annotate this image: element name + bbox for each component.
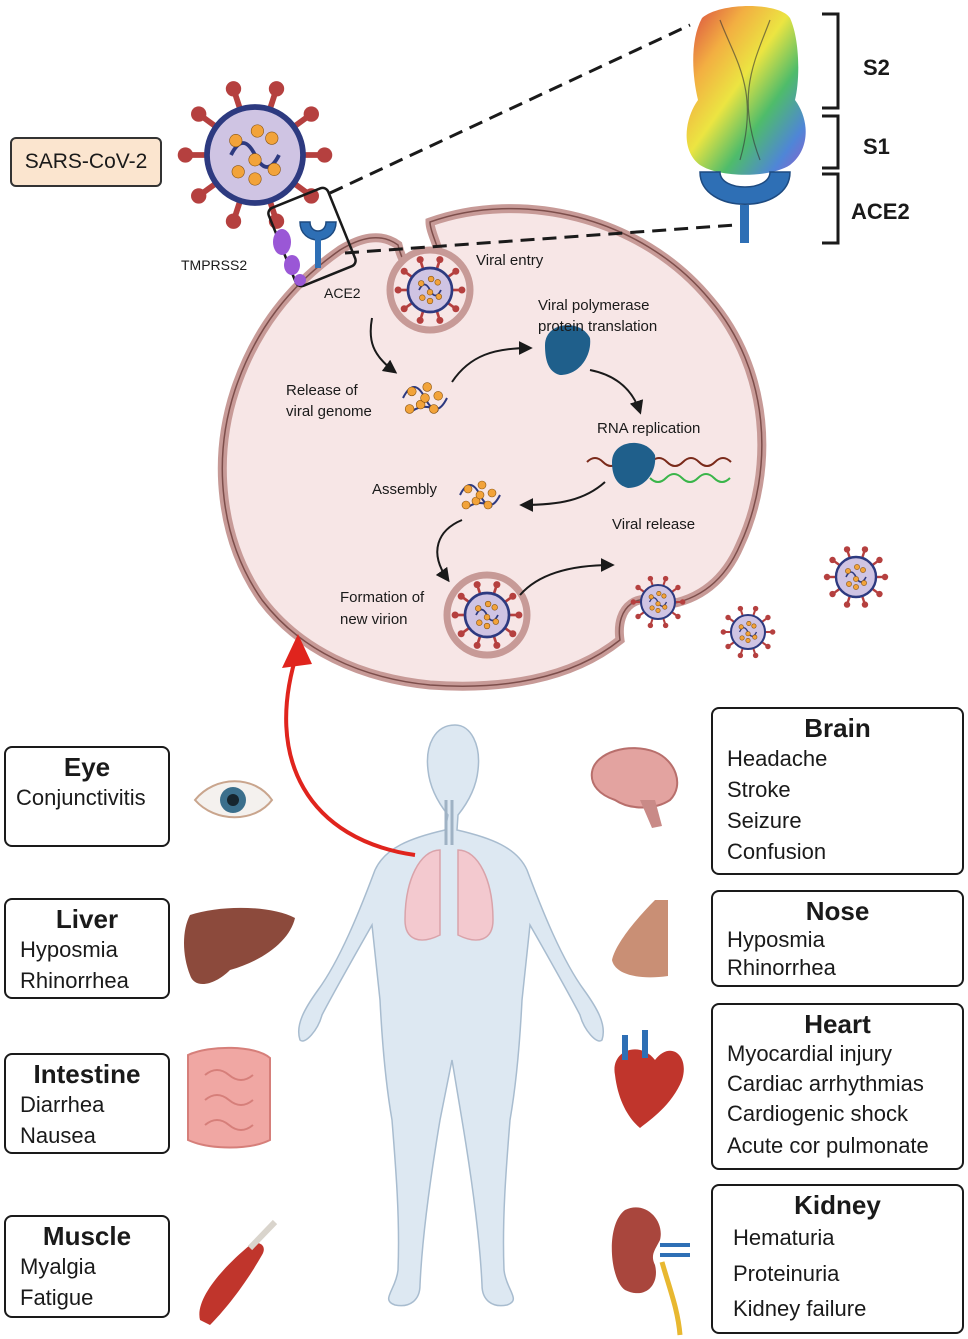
release-genome-label-1: Release of [286, 382, 358, 399]
rna-replication-icon [586, 442, 732, 488]
assembly-label: Assembly [372, 481, 438, 498]
eye-icon [193, 780, 274, 819]
formation-label-1: Formation of [340, 589, 425, 606]
heart-symptom: Cardiac arrhythmias [727, 1071, 924, 1096]
arrow-release-to-polymerase [451, 341, 533, 383]
organ-icons [184, 747, 690, 1336]
ribosome-polymerase-icon [545, 325, 591, 375]
released-virion-icon [630, 575, 686, 629]
ace2-receptor-icon [299, 221, 337, 241]
assembly-genome-icon [459, 480, 501, 510]
formation-label-2: new virion [340, 611, 408, 628]
liver-symptom: Rhinorrhea [20, 968, 129, 993]
eye-title: Eye [63, 752, 111, 782]
kidney-symptom: Kidney failure [733, 1296, 867, 1321]
kidney-symptom: Hematuria [733, 1225, 835, 1250]
eye-box: Eye Conjunctivitis [4, 746, 170, 847]
nose-box: Nose Hyposmia Rhinorrhea [711, 890, 964, 987]
arrow-assembly-to-formation [435, 519, 463, 583]
kidney-symptom: Proteinuria [733, 1261, 840, 1286]
polymerase-label-1: Viral polymerase [538, 297, 650, 314]
kidney-title: Kidney [794, 1190, 881, 1220]
brain-title: Brain [804, 713, 871, 743]
intestine-box: Intestine Diarrhea Nausea [4, 1053, 170, 1154]
spike-ace2-icon [699, 171, 791, 205]
viral-entry-label: Viral entry [476, 252, 544, 269]
heart-symptom: Myocardial injury [727, 1041, 893, 1066]
rna-replication-label: RNA replication [597, 420, 701, 437]
liver-box: Liver Hyposmia Rhinorrhea [4, 898, 170, 999]
polymerase-label-2: protein translation [538, 318, 658, 335]
ace2-label: ACE2 [324, 285, 361, 301]
brain-symptom: Headache [727, 746, 828, 771]
tmprss2-label: TMPRSS2 [181, 257, 248, 273]
arrow-entry-to-release [369, 317, 398, 374]
arrow-formation-to-release [519, 558, 615, 596]
trachea-icon [444, 800, 454, 845]
nose-symptom: Rhinorrhea [727, 955, 836, 980]
heart-symptom: Acute cor pulmonate [727, 1133, 929, 1158]
nose-icon [612, 900, 668, 978]
viral-release-label: Viral release [612, 516, 696, 533]
s1-label: S1 [863, 134, 890, 159]
left-lung-icon [404, 849, 441, 941]
heart-box: Heart Myocardial injury Cardiac arrhythm… [711, 1003, 964, 1170]
arrow-polymerase-to-replication [589, 369, 644, 415]
infection-arrow [284, 649, 416, 857]
bracket-s2 [822, 12, 840, 110]
heart-title: Heart [804, 1009, 871, 1039]
bracket-ace2 [822, 172, 840, 245]
brain-icon [590, 747, 679, 828]
structure-brackets [822, 12, 840, 245]
cycle-arrows [369, 317, 644, 596]
released-virion-icon [720, 605, 776, 659]
intestine-symptom: Diarrhea [20, 1092, 105, 1117]
right-lung-icon [457, 849, 494, 941]
new-virion-icon [451, 581, 523, 649]
released-genome-icon [402, 382, 448, 414]
human-body [298, 724, 604, 1307]
muscle-title: Muscle [42, 1221, 132, 1251]
brain-symptom: Seizure [727, 808, 802, 833]
intestine-title: Intestine [33, 1059, 141, 1089]
liver-title: Liver [55, 904, 119, 934]
zoom-line-top [329, 23, 691, 195]
spike-protein-structure [686, 6, 806, 243]
muscle-box: Muscle Myalgia Fatigue [4, 1215, 170, 1318]
liver-symptom: Hyposmia [20, 937, 118, 962]
sars-cov-2-particle-icon [177, 81, 333, 229]
arrow-replication-to-assembly [519, 481, 606, 512]
kidney-box: Kidney Hematuria Proteinuria Kidney fail… [711, 1184, 964, 1334]
infection-arrowhead [282, 634, 312, 668]
tmprss2-icon [273, 229, 306, 286]
sars-cov-2-label: SARS-CoV-2 [10, 137, 162, 187]
body-silhouette [298, 724, 604, 1307]
heart-symptom: Cardiogenic shock [727, 1101, 908, 1126]
host-cell [217, 204, 767, 691]
muscle-symptom: Myalgia [20, 1254, 96, 1279]
s2-label: S2 [863, 55, 890, 80]
intestine-symptom: Nausea [20, 1123, 96, 1148]
brain-symptom: Confusion [727, 839, 827, 864]
kidney-icon [611, 1207, 690, 1336]
brain-symptom: Stroke [727, 777, 791, 802]
receptor-closeup [267, 186, 357, 288]
muscle-symptom: Fatigue [20, 1285, 94, 1310]
liver-icon [184, 907, 295, 985]
entering-virion-icon [394, 256, 466, 324]
ace2-bracket-label: ACE2 [851, 199, 910, 224]
bracket-s1 [822, 114, 840, 170]
eye-symptom: Conjunctivitis [16, 785, 146, 810]
release-genome-label-2: viral genome [286, 403, 372, 420]
muscle-icon [199, 1219, 278, 1325]
brain-box: Brain Headache Stroke Seizure Confusion [711, 707, 964, 875]
nose-symptom: Hyposmia [727, 927, 825, 952]
heart-icon [614, 1030, 684, 1128]
intestine-icon [187, 1046, 271, 1149]
released-virion-icon [823, 546, 889, 608]
nose-title: Nose [805, 896, 870, 926]
